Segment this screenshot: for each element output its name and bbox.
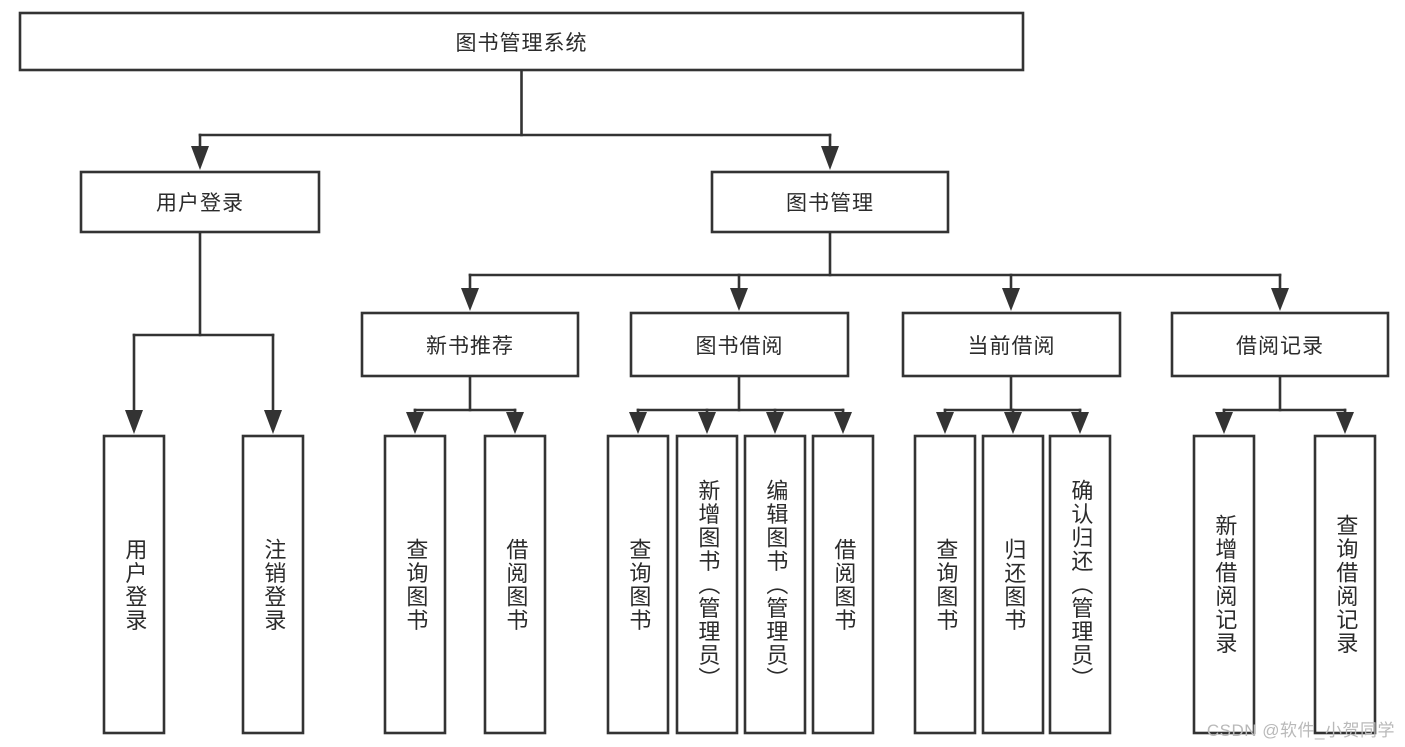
node-box-current-borrow[interactable] — [901, 311, 1122, 378]
arrow-head-current-borrow — [1002, 288, 1020, 311]
arrow-head-user-login — [191, 146, 209, 170]
arrow-head-bb-leaf4 — [834, 412, 852, 434]
node-box-leaf-2[interactable] — [383, 434, 447, 735]
arrow-head-nb-leaf1 — [406, 412, 424, 434]
arrow-head-bb-leaf1 — [629, 412, 647, 434]
connector-group-root — [191, 68, 839, 170]
node-box-leaf-7[interactable] — [811, 434, 875, 735]
node-box-new-book-recommend[interactable] — [360, 311, 580, 378]
node-box-leaf-1[interactable] — [241, 434, 305, 735]
arrow-head-borrow-record — [1271, 288, 1289, 311]
node-box-leaf-12[interactable] — [1313, 434, 1377, 735]
arrow-head-book-borrow — [730, 288, 748, 311]
node-box-leaf-6[interactable] — [743, 434, 807, 735]
node-box-leaf-10[interactable] — [1048, 434, 1112, 735]
arrow-head-nb-leaf2 — [506, 412, 524, 434]
node-box-leaf-8[interactable] — [913, 434, 977, 735]
node-box-user-login[interactable] — [79, 170, 321, 234]
watermark-text: CSDN @软件_小贺同学 — [1206, 721, 1395, 740]
node-box-root[interactable] — [18, 11, 1025, 72]
node-box-leaf-0[interactable] — [102, 434, 166, 735]
arrow-head-br-leaf1 — [1215, 412, 1233, 434]
node-box-book-borrow[interactable] — [629, 311, 850, 378]
connector-group-book-mgmt — [461, 230, 1289, 311]
arrow-head-new-book — [461, 288, 479, 311]
node-box-leaf-9[interactable] — [981, 434, 1045, 735]
node-box-borrow-record[interactable] — [1170, 311, 1390, 378]
arrow-head-leaf-logout — [264, 410, 282, 434]
connector-group-current-borrow — [936, 374, 1089, 434]
node-box-leaf-4[interactable] — [606, 434, 670, 735]
arrow-head-cb-leaf3 — [1071, 412, 1089, 434]
arrow-head-bb-leaf2 — [698, 412, 716, 434]
node-box-book-management[interactable] — [710, 170, 950, 234]
connector-group-user-login — [125, 230, 282, 434]
arrow-head-book-mgmt — [821, 146, 839, 170]
connector-group-borrow-record — [1215, 374, 1354, 434]
connector-group-new-book — [406, 374, 524, 434]
connector-group-book-borrow — [629, 374, 852, 434]
node-box-leaf-3[interactable] — [483, 434, 547, 735]
node-box-leaf-11[interactable] — [1192, 434, 1256, 735]
arrow-head-cb-leaf2 — [1004, 412, 1022, 434]
node-box-leaf-5[interactable] — [675, 434, 739, 735]
arrow-head-br-leaf2 — [1336, 412, 1354, 434]
arrow-head-cb-leaf1 — [936, 412, 954, 434]
arrow-head-bb-leaf3 — [766, 412, 784, 434]
arrow-head-leaf-user-login — [125, 410, 143, 434]
